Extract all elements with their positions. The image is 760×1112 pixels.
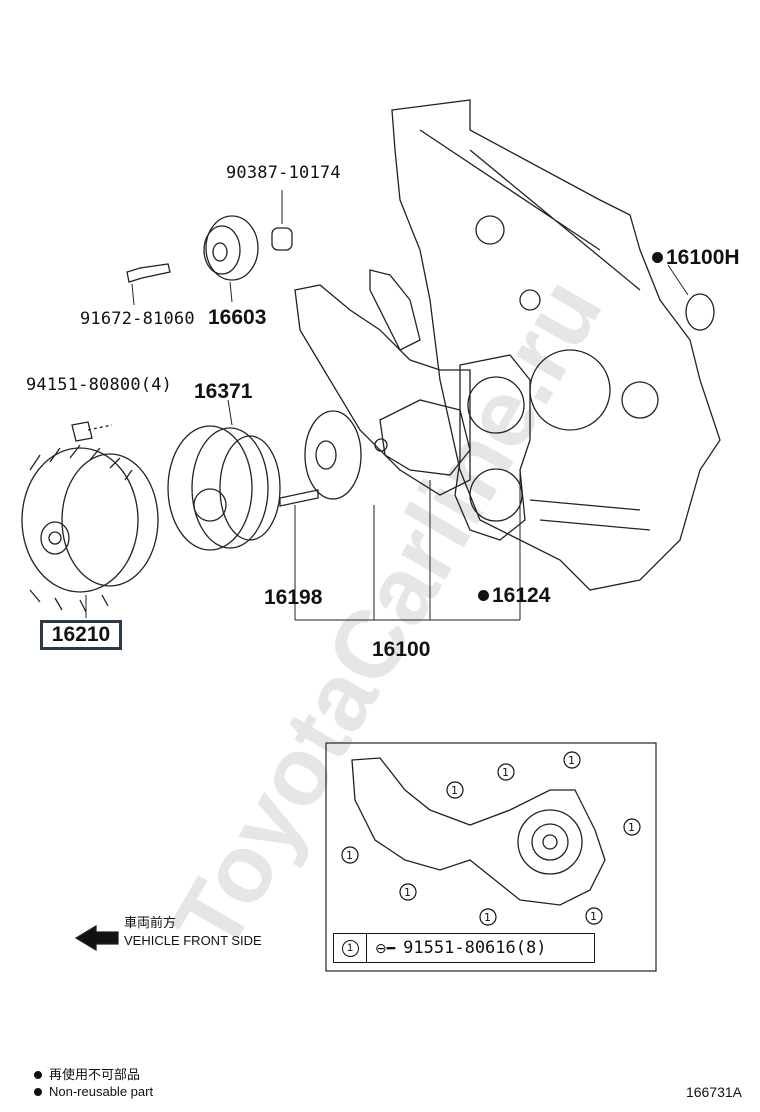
inset-callout: 1 bbox=[341, 846, 359, 864]
legend-jp: 再使用不可部品 bbox=[49, 1067, 141, 1082]
inset-frame bbox=[325, 742, 657, 972]
svg-text:1: 1 bbox=[568, 754, 575, 767]
idler-pulley bbox=[205, 215, 259, 281]
part-16210-highlighted[interactable]: 16210 bbox=[40, 620, 122, 650]
part-16198[interactable]: 16198 bbox=[264, 586, 323, 609]
svg-text:1: 1 bbox=[628, 821, 635, 834]
fan-pulley bbox=[167, 425, 253, 551]
bolt-icon: ⊖━ bbox=[375, 939, 396, 956]
inset-callout: 1 bbox=[563, 751, 581, 769]
non-reusable-dot-icon bbox=[34, 1070, 42, 1079]
inset-reference: 1 ⊖━ 91551-80616(8) bbox=[333, 933, 595, 963]
part-16100H[interactable]: 16100H bbox=[652, 246, 740, 270]
front-arrow bbox=[74, 924, 119, 952]
svg-text:1: 1 bbox=[590, 910, 597, 923]
non-reusable-dot-icon bbox=[34, 1087, 42, 1096]
inset-callout: 1 bbox=[623, 818, 641, 836]
inset-pump bbox=[351, 757, 606, 906]
o-ring bbox=[685, 293, 715, 331]
pump-hub bbox=[304, 410, 362, 500]
part-91672[interactable]: 91672-81060 bbox=[80, 309, 195, 329]
inset-callout: 1 bbox=[446, 781, 464, 799]
part-94151[interactable]: 94151-80800(4) bbox=[26, 375, 173, 395]
gasket bbox=[454, 354, 531, 541]
svg-text:1: 1 bbox=[502, 766, 509, 779]
fan-clutch bbox=[21, 447, 139, 593]
vehicle-front-en: VEHICLE FRONT SIDE bbox=[124, 933, 262, 948]
non-reusable-dot-icon bbox=[652, 252, 663, 263]
vehicle-front-label: 車両前方 VEHICLE FRONT SIDE bbox=[124, 914, 262, 950]
inset-callout: 1 bbox=[479, 908, 497, 926]
svg-text:1: 1 bbox=[484, 911, 491, 924]
inset-callout: 1 bbox=[497, 763, 515, 781]
legend: 再使用不可部品 Non-reusable part bbox=[34, 1066, 153, 1100]
part-16100[interactable]: 16100 bbox=[372, 638, 431, 661]
water-pump-body bbox=[294, 284, 471, 496]
part-16371[interactable]: 16371 bbox=[194, 380, 253, 403]
diagram-code: 166731A bbox=[685, 1084, 742, 1100]
inset-bolt-part[interactable]: 91551-80616(8) bbox=[403, 938, 547, 958]
inset-ref-number: 1 bbox=[334, 934, 367, 962]
part-16603[interactable]: 16603 bbox=[208, 306, 267, 329]
inset-callout: 1 bbox=[399, 883, 417, 901]
non-reusable-dot-icon bbox=[478, 590, 489, 601]
svg-text:1: 1 bbox=[451, 784, 458, 797]
svg-text:1: 1 bbox=[404, 886, 411, 899]
inset-callout: 1 bbox=[585, 907, 603, 925]
svg-text:1: 1 bbox=[346, 849, 353, 862]
part-16124[interactable]: 16124 bbox=[478, 584, 550, 608]
timing-cover bbox=[391, 99, 721, 591]
legend-en: Non-reusable part bbox=[49, 1084, 154, 1099]
vehicle-front-jp: 車両前方 bbox=[124, 915, 177, 930]
part-90387[interactable]: 90387-10174 bbox=[226, 163, 341, 183]
